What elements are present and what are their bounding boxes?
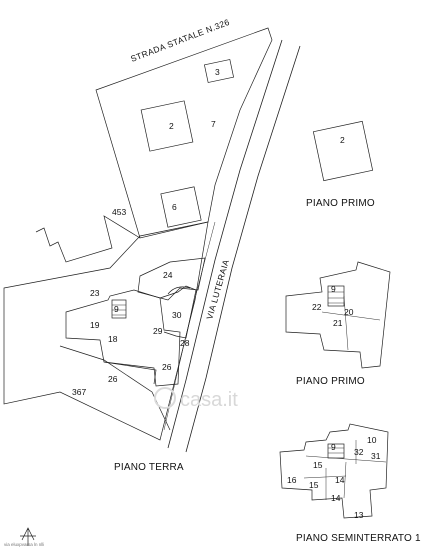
label-24: 24 — [163, 270, 173, 280]
label-29: 29 — [153, 326, 163, 336]
label-453: 453 — [112, 207, 126, 217]
stair-hatch-semi — [328, 447, 344, 454]
building-19-18 — [65, 289, 181, 387]
label-20: 20 — [344, 307, 354, 317]
label-32: 32 — [354, 447, 364, 457]
watermark-logo-icon — [154, 387, 176, 409]
strada-statale-label: STRADA STATALE N.326 — [129, 17, 231, 64]
watermark-text: casa.it — [180, 389, 238, 411]
label-15b: 15 — [309, 480, 319, 490]
label-28: 28 — [180, 338, 190, 348]
seminterrato-plan — [279, 423, 389, 519]
building-2 — [140, 100, 194, 152]
label-26b: 26 — [108, 374, 118, 384]
label-16: 16 — [287, 475, 297, 485]
road-line-1 — [167, 39, 283, 449]
label-23: 23 — [90, 288, 100, 298]
label-7: 7 — [211, 119, 216, 129]
piano-primo-top-label: PIANO PRIMO — [306, 198, 375, 209]
label-3: 3 — [215, 67, 220, 77]
piano-primo-plan — [285, 261, 391, 369]
label-15a: 15 — [313, 460, 323, 470]
footer-note: via eluxpvarsa ln nlli — [4, 542, 44, 547]
label-21: 21 — [333, 318, 343, 328]
piano-primo-mid-label: PIANO PRIMO — [296, 376, 365, 387]
label-19: 19 — [90, 320, 100, 330]
parcel-lower-outline — [3, 221, 209, 441]
label-2-primo: 2 — [340, 135, 345, 145]
road-line-2 — [185, 45, 301, 453]
label-13: 13 — [354, 510, 364, 520]
label-6: 6 — [172, 202, 177, 212]
stair-block-site — [111, 299, 127, 319]
piano-seminterrato-label: PIANO SEMINTERRATO 1 — [296, 533, 421, 544]
building-2-primo — [312, 120, 374, 182]
parcel-26-367-line — [59, 345, 171, 431]
label-26a: 26 — [162, 362, 172, 372]
label-14b: 14 — [331, 493, 341, 503]
label-18: 18 — [108, 334, 118, 344]
stair-hatch-primo — [328, 291, 344, 304]
parcel-26-curve — [167, 286, 191, 295]
parcel-453 — [35, 215, 141, 263]
building-26-inner — [103, 361, 157, 385]
building-6 — [160, 186, 202, 228]
building-3 — [203, 59, 235, 83]
north-arrow-icon — [20, 527, 36, 546]
label-10: 10 — [367, 435, 377, 445]
label-9-site: 9 — [114, 304, 119, 314]
label-14a: 14 — [335, 475, 345, 485]
label-367: 367 — [72, 387, 86, 397]
stair-hatch-site — [112, 304, 126, 316]
seminterrato-inner — [303, 440, 387, 500]
parcel-7-outline — [95, 27, 273, 239]
label-31: 31 — [371, 451, 381, 461]
label-2: 2 — [169, 121, 174, 131]
piano-primo-inner — [321, 295, 381, 351]
label-9-primo: 9 — [331, 284, 336, 294]
building-29-30 — [159, 285, 197, 339]
label-30: 30 — [172, 310, 182, 320]
piano-terra-label: PIANO TERRA — [114, 462, 184, 473]
label-22: 22 — [312, 302, 322, 312]
parcel-24-outline — [137, 257, 206, 301]
label-9-semi: 9 — [331, 442, 336, 452]
